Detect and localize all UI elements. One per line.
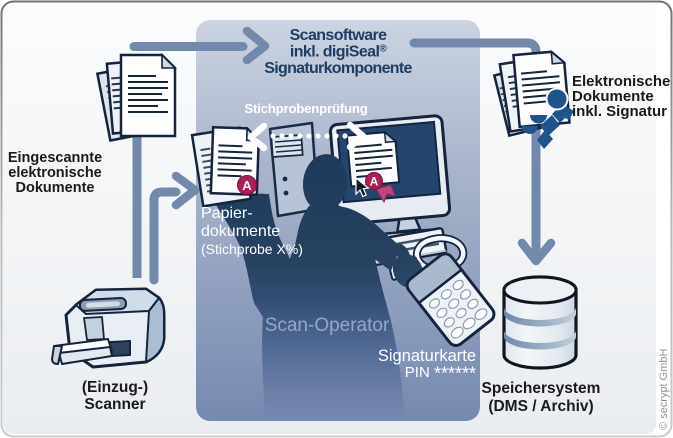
svg-text:elektronische: elektronische — [8, 165, 102, 181]
svg-text:A: A — [370, 175, 379, 189]
svg-text:Eingescannte: Eingescannte — [8, 150, 102, 166]
svg-text:Dokumente: Dokumente — [16, 180, 95, 196]
svg-text:Papier-: Papier- — [201, 205, 253, 222]
svg-text:Signaturkarte: Signaturkarte — [378, 347, 476, 365]
svg-text:(Einzug-): (Einzug-) — [82, 379, 148, 396]
svg-text:Speichersystem: Speichersystem — [482, 380, 601, 397]
svg-text:(DMS / Archiv): (DMS / Archiv) — [488, 398, 593, 415]
svg-text:Dokumente: Dokumente — [572, 88, 654, 105]
svg-text:PIN ******: PIN ****** — [405, 364, 476, 384]
svg-text:Stichprobenprüfung: Stichprobenprüfung — [244, 101, 367, 116]
svg-text:A: A — [242, 178, 252, 193]
svg-text:inkl. Signatur: inkl. Signatur — [572, 103, 667, 120]
svg-text:Elektronische: Elektronische — [572, 73, 670, 90]
svg-text:© secrypt GmbH: © secrypt GmbH — [658, 348, 670, 430]
svg-text:inkl. digiSeal®: inkl. digiSeal® — [290, 44, 387, 61]
svg-text:Signaturkomponente: Signaturkomponente — [264, 60, 412, 77]
svg-text:Scansoftware: Scansoftware — [290, 27, 388, 44]
svg-text:(Stichprobe X%): (Stichprobe X%) — [201, 241, 303, 257]
svg-text:dokumente: dokumente — [201, 223, 280, 240]
svg-text:Scan-Operator: Scan-Operator — [265, 315, 390, 336]
svg-text:Scanner: Scanner — [84, 396, 145, 413]
